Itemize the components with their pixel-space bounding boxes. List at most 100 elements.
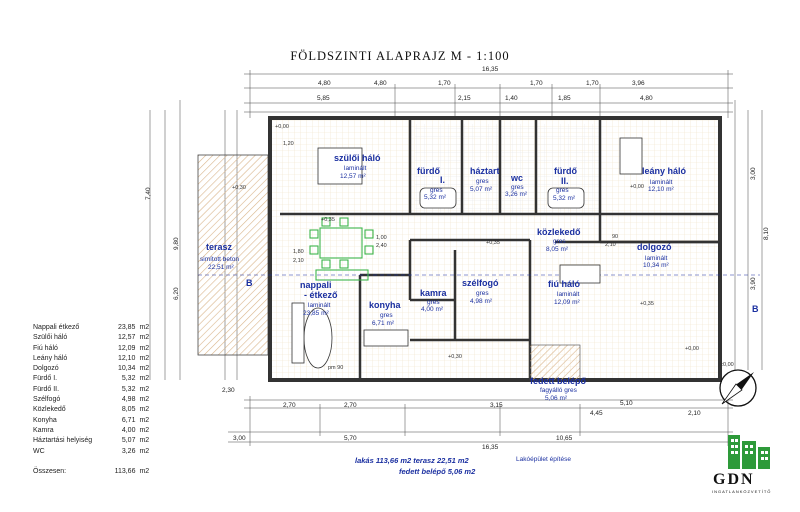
room-furdo1-floor: gres xyxy=(430,187,443,194)
covered-entry-area xyxy=(529,344,581,381)
room-dolgozo-floor: laminált xyxy=(645,255,668,262)
room-dolgozo-area: 10,34 m² xyxy=(643,262,669,269)
room-furdo1-num: I. xyxy=(440,175,445,185)
room-dolgozo-name: dolgozó xyxy=(637,242,672,252)
room-szelfogo-name: szélfogó xyxy=(462,278,499,288)
terrace-area xyxy=(197,154,269,356)
room-wc-area: 3,26 m² xyxy=(505,191,528,198)
wc-floor xyxy=(502,124,535,214)
room-nappali-name: nappali xyxy=(300,280,332,290)
room-kozlekedo-name: közlekedő xyxy=(537,227,581,237)
dim-right-3: 8,10 xyxy=(763,227,770,240)
room-fedett-floor: fagyálló gres xyxy=(540,387,578,394)
dim-top-total: 16,35 xyxy=(482,66,499,73)
room-szuloi-name: szülői háló xyxy=(334,153,381,163)
bathtub-icon xyxy=(419,187,457,209)
section-marker-right: B xyxy=(752,304,759,314)
dim-top-7: 1,70 xyxy=(530,80,543,87)
room-fedett-area: 5,06 m² xyxy=(545,395,568,402)
dim-bot-3: 4,45 xyxy=(590,410,603,417)
dim-top2-1: 2,15 xyxy=(458,95,471,102)
room-kamra-area: 4,00 m² xyxy=(421,306,444,313)
room-szuloi-floor: laminált xyxy=(344,165,367,172)
room-furdo2-area: 5,32 m² xyxy=(553,195,576,202)
dim-top-9: 1,70 xyxy=(586,80,599,87)
dim-right-2: 3,90 xyxy=(750,277,757,290)
room-haztart-area: 5,07 m² xyxy=(470,186,493,193)
sofa-icon xyxy=(291,302,305,364)
room-labels: szülői háló laminált 12,57 m² fürdő I. g… xyxy=(200,153,687,402)
room-kozlekedo-area: 8,05 m² xyxy=(546,246,569,253)
dining-set-icon xyxy=(309,217,374,281)
room-furdo2-name: fürdő xyxy=(554,166,577,176)
dim-top-1: 4,80 xyxy=(318,80,331,87)
room-haztart-name: háztart xyxy=(470,166,500,176)
height-1: +0,30 xyxy=(232,185,246,191)
dimension-labels: 16,35 4,80 4,80 1,70 1,70 1,70 3,96 5,85… xyxy=(145,66,770,451)
dim-small-1: 2,10 xyxy=(293,258,304,264)
dim-top2-0: 5,85 xyxy=(317,95,330,102)
room-kamra-floor: gres xyxy=(427,299,440,306)
dim-small-2: 1,00 xyxy=(376,235,387,241)
dim-right-1: 3,00 xyxy=(750,167,757,180)
room-terasz-name: terasz xyxy=(206,242,233,252)
gdn-logo-icon xyxy=(728,435,770,469)
dim-bot-total: 16,35 xyxy=(482,444,499,451)
summary-line-1: lakás 113,66 m2 terasz 22,51 m2 xyxy=(355,456,469,465)
dim-small-6: 1,20 xyxy=(283,141,294,147)
dim-bot2-1: 5,70 xyxy=(344,435,357,442)
oval-table-icon xyxy=(303,307,333,369)
height-markers: +0,00 +0,30 +0,35 +0,35 +0,35 +0,30 +0,0… xyxy=(232,124,734,368)
dim-bot-1: 2,70 xyxy=(344,402,357,409)
north-arrow-icon xyxy=(719,369,757,407)
double-bed-icon xyxy=(317,147,363,185)
dim-bot2-2: 10,65 xyxy=(556,435,573,442)
dim-bot-0: 2,70 xyxy=(283,402,296,409)
dim-bot-mid: 5,10 xyxy=(620,400,633,407)
room-leany-floor: laminált xyxy=(650,179,673,186)
area-summary: lakás 113,66 m2 terasz 22,51 m2 fedett b… xyxy=(355,455,505,477)
project-note: Lakóépület építése xyxy=(516,456,571,463)
height-7: +0,00 xyxy=(685,346,699,352)
height-0: +0,00 xyxy=(275,124,289,130)
room-konyha-area: 6,71 m² xyxy=(372,320,395,327)
bathtub-icon-2 xyxy=(547,187,585,209)
logo-text: GDN xyxy=(713,471,755,488)
bed-icon xyxy=(619,137,643,175)
room-nappali-area: 23,85 m² xyxy=(303,310,329,317)
logo-subtitle: INGATLANKÖZVETÍTŐ xyxy=(712,489,772,494)
bed-icon-2 xyxy=(559,264,601,284)
room-fedett-name: fedett belépő xyxy=(530,376,587,386)
room-furdo2-floor: gres xyxy=(556,187,569,194)
height-8: ±0,00 xyxy=(720,362,734,368)
utility-floor xyxy=(464,124,499,214)
room-furdo2-num: II. xyxy=(561,176,569,186)
room-nappali-floor: laminált xyxy=(308,302,331,309)
room-konyha-floor: gres xyxy=(380,312,393,319)
room-fiu-area: 12,09 m² xyxy=(554,299,580,306)
room-kozlekedo-floor: gres xyxy=(553,238,566,245)
height-2: +0,35 xyxy=(321,217,335,223)
room-szelfogo-area: 4,98 m² xyxy=(470,298,493,305)
room-wc-floor: gres xyxy=(511,184,524,191)
dim-left-3: 6,20 xyxy=(173,287,180,300)
plan-title: FÖLDSZINTI ALAPRAJZ M - 1:100 xyxy=(290,49,510,63)
section-marker-left: B xyxy=(246,278,253,288)
height-4: +0,35 xyxy=(640,301,654,307)
dim-small-4: 90 xyxy=(612,234,618,240)
